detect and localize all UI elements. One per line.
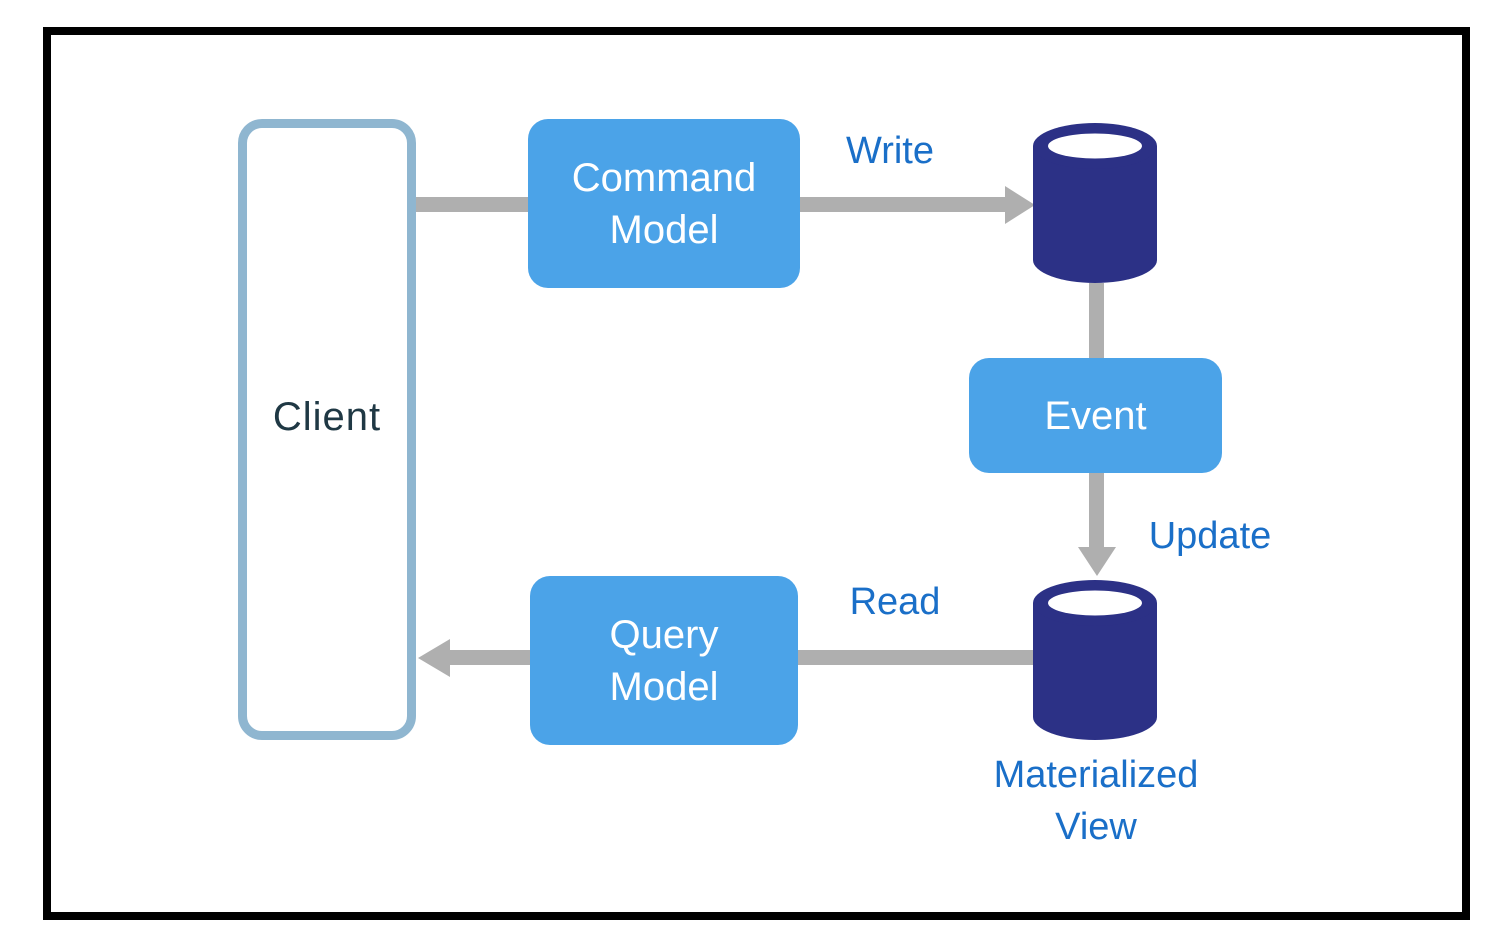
materialized-view-database-icon (1033, 580, 1157, 740)
command-model-node: Command Model (528, 119, 800, 288)
read-edge-label: Read (849, 581, 941, 623)
read-arrowhead-icon (418, 639, 450, 677)
command-model-label: Command Model (571, 155, 757, 252)
client-label: Client (272, 395, 382, 439)
update-edge-label: Update (1148, 515, 1272, 557)
write-arrowhead-icon (1005, 186, 1035, 224)
client-node: Client (238, 119, 416, 740)
write-edge-label: Write (846, 130, 934, 172)
event-node: Event (969, 358, 1222, 473)
query-model-node: Query Model (530, 576, 798, 745)
write-database-icon (1033, 123, 1157, 283)
query-model-label: Query Model (609, 612, 719, 709)
materialized-view-label: Materialized View (993, 754, 1199, 848)
store-to-event-connector (1089, 283, 1104, 359)
event-label: Event (1044, 393, 1147, 438)
update-arrow-shaft (1089, 473, 1104, 547)
update-arrowhead-icon (1078, 547, 1116, 576)
